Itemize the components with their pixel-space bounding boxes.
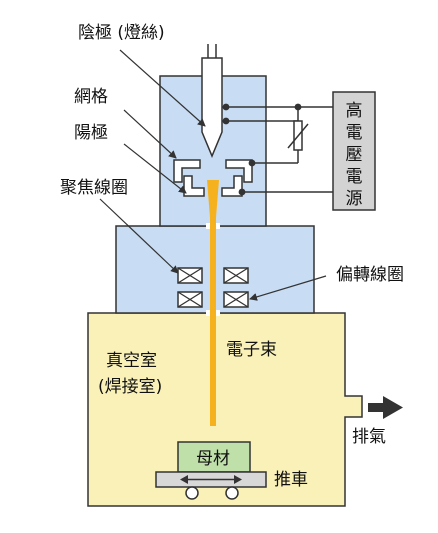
label-focus-coil: 聚焦線圈 bbox=[60, 178, 128, 198]
wiring-junctions bbox=[222, 103, 302, 196]
deflection-coil bbox=[177, 291, 249, 308]
electron-beam bbox=[210, 196, 216, 426]
label-base-material: 母材 bbox=[196, 449, 230, 469]
label-grid: 網格 bbox=[74, 87, 108, 107]
label-electron-beam: 電子束 bbox=[226, 340, 277, 360]
label-anode: 陽極 bbox=[74, 123, 108, 143]
leader-focus-coil bbox=[99, 198, 179, 274]
label-vacuum-chamber: 真空室 bbox=[106, 351, 157, 371]
hv-char-4: 電 bbox=[346, 167, 363, 187]
leader-deflection-coil bbox=[249, 275, 327, 301]
label-cart: 推車 bbox=[274, 470, 308, 490]
electron-beam-taper bbox=[207, 180, 219, 230]
label-deflection-coil: 偏轉線圈 bbox=[336, 265, 404, 285]
hv-char-1: 高 bbox=[346, 101, 363, 121]
label-cathode: 陰極 (燈絲) bbox=[78, 23, 165, 43]
hv-wiring bbox=[222, 106, 333, 193]
hv-char-5: 源 bbox=[346, 189, 363, 209]
cart bbox=[155, 471, 267, 500]
focus-coil bbox=[177, 267, 249, 284]
hv-char-2: 電 bbox=[346, 123, 363, 143]
grid-left bbox=[173, 159, 201, 183]
leader-anode bbox=[123, 143, 187, 194]
hv-power-supply bbox=[332, 91, 376, 211]
label-exhaust: 排氣 bbox=[352, 427, 386, 447]
leader-cathode bbox=[119, 49, 206, 127]
exhaust-arrow bbox=[368, 396, 403, 419]
leader-grid bbox=[123, 109, 177, 159]
anode-right bbox=[221, 175, 243, 197]
hv-char-3: 壓 bbox=[346, 145, 363, 165]
label-vacuum-chamber-sub: (焊接室) bbox=[98, 377, 162, 397]
anode-left bbox=[183, 175, 205, 197]
vacuum-chamber bbox=[87, 312, 363, 507]
